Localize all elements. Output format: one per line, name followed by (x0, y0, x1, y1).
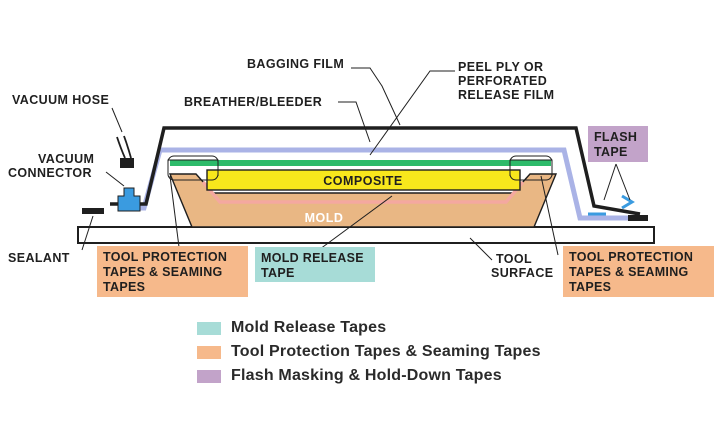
label-peel-ply-2: PERFORATED (458, 74, 547, 88)
label-peel-ply-3: RELEASE FILM (458, 88, 554, 102)
vacuum-hose-fitting (120, 158, 134, 168)
label-bagging-film: BAGGING FILM (247, 57, 344, 71)
label-tool-surface-1: TOOL (496, 252, 532, 266)
label-mold: MOLD (305, 211, 344, 225)
label-composite: COMPOSITE (323, 174, 403, 188)
label-tool-protection-right-3: TAPES (569, 280, 611, 294)
label-tool-protection-left-3: TAPES (103, 280, 145, 294)
label-tool-protection-right-2: TAPES & SEAMING (569, 265, 689, 279)
peel-ply-layer (170, 160, 551, 166)
leader-lines (81, 67, 631, 261)
legend-item-tool-protection: Tool Protection Tapes & Seaming Tapes (197, 340, 541, 364)
legend-label: Flash Masking & Hold-Down Tapes (231, 367, 502, 384)
legend-swatch (197, 321, 221, 335)
tool-surface (77, 226, 655, 244)
breather-bleeder-layer (130, 147, 630, 221)
vacuum-connector (117, 187, 141, 212)
label-peel-ply-1: PEEL PLY OR (458, 60, 543, 74)
vacuum-hose (123, 135, 132, 159)
label-vacuum-connector-2: CONNECTOR (8, 166, 92, 180)
label-mold-release-tape-2: TAPE (261, 266, 295, 280)
legend: Mold Release Tapes Tool Protection Tapes… (197, 316, 541, 388)
legend-swatch (197, 369, 221, 383)
label-flash-tape-1: FLASH (594, 130, 637, 144)
flash-tape-box (588, 126, 648, 162)
flash-tape (588, 194, 635, 216)
label-vacuum-hose: VACUUM HOSE (12, 93, 109, 107)
sealant-left (82, 208, 104, 214)
legend-label: Mold Release Tapes (231, 319, 387, 336)
release-film-line (201, 180, 525, 204)
mold-release-tape-box (255, 247, 375, 282)
vacuum-hose (116, 136, 126, 159)
label-tool-protection-left-2: TAPES & SEAMING (103, 265, 223, 279)
label-mold-release-tape-1: MOLD RELEASE (261, 251, 364, 265)
label-sealant: SEALANT (8, 251, 70, 265)
legend-item-flash-masking: Flash Masking & Hold-Down Tapes (197, 364, 541, 388)
legend-swatch (197, 345, 221, 359)
label-breather: BREATHER/BLEEDER (184, 95, 322, 109)
legend-label: Tool Protection Tapes & Seaming Tapes (231, 343, 541, 360)
label-tool-surface-2: SURFACE (491, 266, 554, 280)
legend-item-mold-release: Mold Release Tapes (197, 316, 541, 340)
tool-protection-box-left (97, 246, 248, 297)
label-tool-protection-left-1: TOOL PROTECTION (103, 250, 227, 264)
tool-protection-box-right (563, 246, 714, 297)
label-tool-protection-right-1: TOOL PROTECTION (569, 250, 693, 264)
label-vacuum-connector-1: VACUUM (38, 152, 94, 166)
sealant-right (628, 215, 648, 221)
label-flash-tape-2: TAPE (594, 145, 628, 159)
layup-illustration: BAGGING FILM PEEL PLY OR PERFORATED RELE… (8, 57, 714, 297)
